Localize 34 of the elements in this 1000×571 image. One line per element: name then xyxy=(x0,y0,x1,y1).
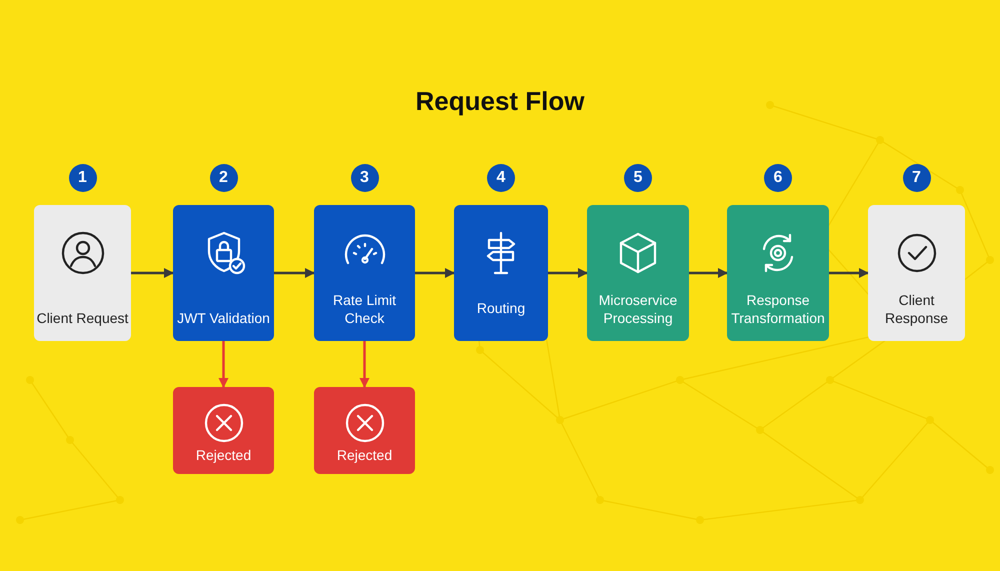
box-label: JWT Validation xyxy=(176,309,271,327)
process-box xyxy=(34,205,131,341)
error-box xyxy=(173,387,274,474)
process-box xyxy=(314,205,415,341)
step-number: 5 xyxy=(624,164,652,192)
arrow xyxy=(360,341,370,388)
box-label: Microservice Processing xyxy=(598,291,678,327)
box-label: Client Request xyxy=(36,309,130,327)
box-label: Response Transformation xyxy=(730,291,826,327)
step-number: 4 xyxy=(487,164,515,192)
arrow xyxy=(415,268,455,278)
box-label: Rejected xyxy=(194,446,252,464)
step-number: 7 xyxy=(902,164,930,192)
box-label: Rejected xyxy=(336,446,394,464)
arrow xyxy=(689,268,728,278)
arrow xyxy=(829,268,869,278)
arrow xyxy=(274,268,315,278)
box-label: Rate Limit Check xyxy=(332,291,398,327)
diagram-title: Request Flow xyxy=(414,86,586,117)
process-box xyxy=(173,205,274,341)
arrow xyxy=(131,268,174,278)
arrow xyxy=(548,268,588,278)
box-label: Routing xyxy=(476,299,526,317)
step-number: 1 xyxy=(68,164,96,192)
step-number: 2 xyxy=(210,164,238,192)
step-number: 6 xyxy=(764,164,792,192)
box-label: Client Response xyxy=(884,291,950,327)
step-number: 3 xyxy=(350,164,378,192)
arrow xyxy=(218,341,228,388)
process-box xyxy=(727,205,829,341)
process-box xyxy=(587,205,689,341)
process-box xyxy=(868,205,965,341)
process-box xyxy=(454,205,548,341)
error-box xyxy=(314,387,415,474)
